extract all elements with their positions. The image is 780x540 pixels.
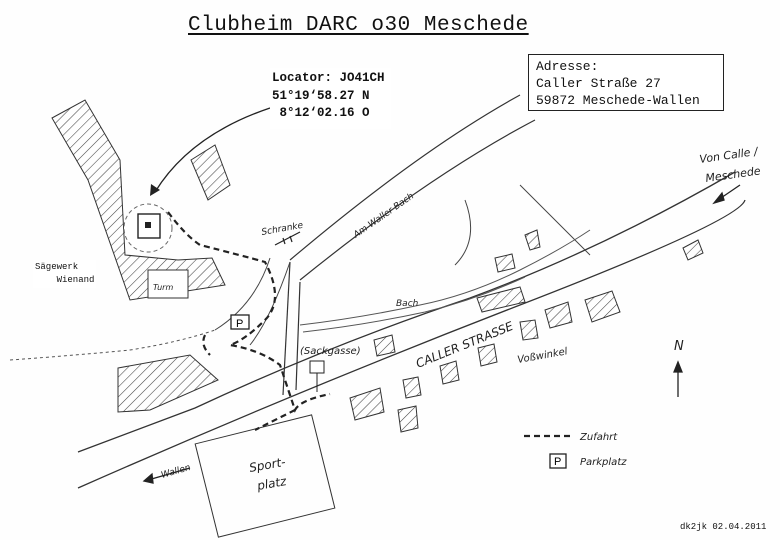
locator-longitude: 8°12‘02.16 O	[272, 106, 370, 120]
label-turm: Turm	[153, 283, 173, 292]
author-credit: dk2jk 02.04.2011	[680, 522, 767, 532]
side-lanes	[214, 184, 591, 346]
label-bach: Bach	[396, 299, 419, 309]
parking-symbol-label: P	[236, 318, 243, 330]
pointer-arrowhead	[150, 184, 160, 196]
label-vossuinkel: Voßwinkel	[517, 346, 569, 366]
caller-strasse-road	[77, 171, 746, 489]
saw-mill-label: Sägewerk Wienand	[33, 260, 97, 288]
address-heading: Adresse:	[536, 59, 599, 74]
label-from-meschede: Meschede	[705, 164, 762, 185]
turm-building	[147, 269, 189, 299]
access-route	[167, 211, 331, 431]
am-waller-bach-road	[282, 94, 536, 396]
north-label: N	[674, 339, 684, 354]
label-sportplatz-1: Sport-	[248, 455, 286, 475]
label-sportplatz-2: platz	[255, 474, 288, 493]
map-title: Clubheim DARC o30 Meschede	[188, 14, 529, 37]
clubhouse	[123, 203, 173, 253]
locator-latitude: 51°19‘58.27 N	[272, 88, 370, 103]
label-schranke: Schranke	[261, 221, 305, 238]
label-to-wallen: Wallen	[160, 463, 192, 481]
legend-parkplatz-label: Parkplatz	[580, 457, 627, 468]
address-city: 59872 Meschede-Wallen	[536, 93, 700, 108]
buildings	[51, 99, 704, 433]
label-sackgasse: (Sackgasse)	[300, 346, 361, 357]
address-box: Adresse: Caller Straße 27 59872 Meschede…	[528, 54, 724, 111]
legend-parking-symbol-label: P	[554, 456, 561, 468]
saw-mill-line1: Sägewerk	[35, 262, 79, 272]
locator-code: Locator: JO41CH	[272, 71, 385, 85]
locator-block: Locator: JO41CH 51°19‘58.27 N 8°12‘02.16…	[270, 68, 391, 129]
legend-parking-symbol	[549, 453, 567, 469]
saw-mill-line2: Wienand	[35, 275, 95, 285]
sportplatz-field	[194, 414, 336, 538]
parking-symbol: P	[230, 314, 250, 330]
label-from-calle: Von Calle /	[699, 145, 760, 166]
label-am-waller-bach: Am Waller Bach	[351, 191, 416, 241]
legend: Zufahrt P Parkplatz	[524, 432, 627, 469]
creek	[9, 229, 591, 361]
dead-end-sign	[309, 360, 325, 392]
direction-arrows	[142, 184, 741, 484]
legend-zufahrt-label: Zufahrt	[579, 432, 618, 443]
schranke-barrier	[274, 231, 301, 246]
pointer-arrow	[154, 107, 271, 193]
address-street: Caller Straße 27	[536, 76, 661, 91]
